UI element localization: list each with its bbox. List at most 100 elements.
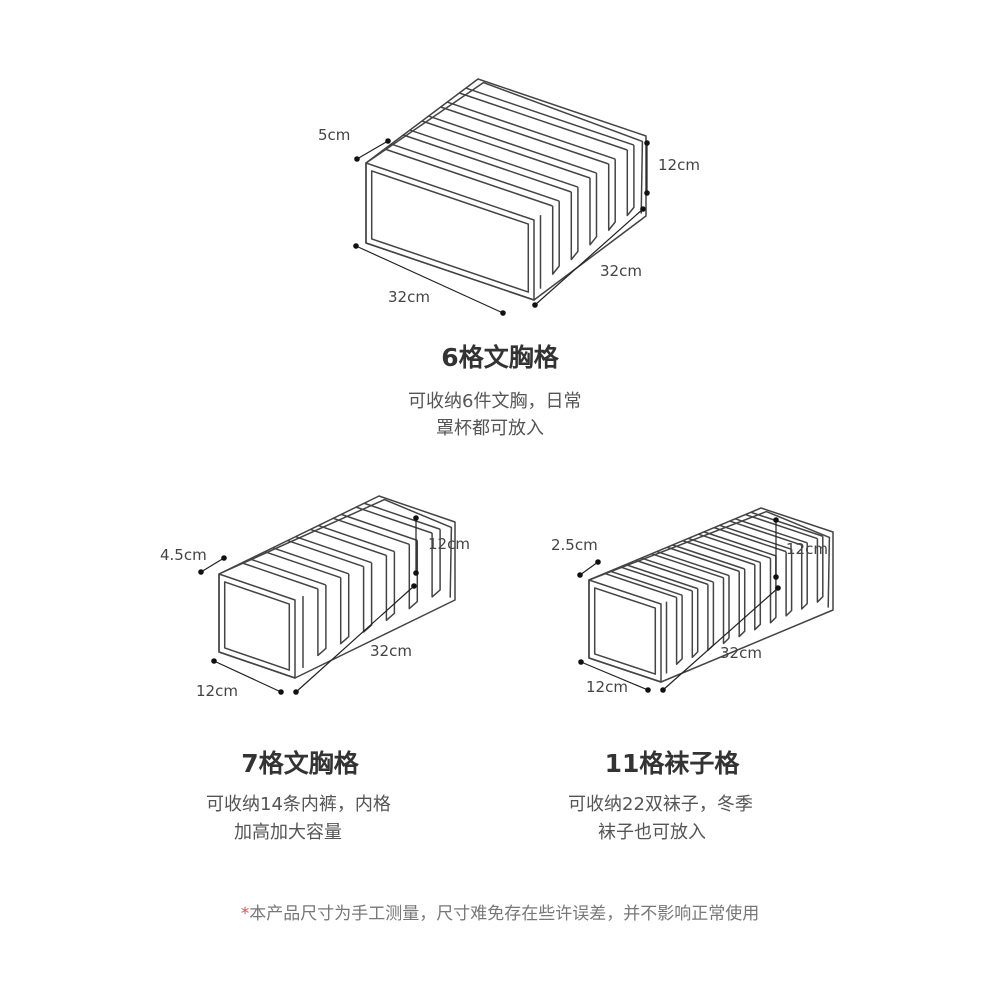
b3-divider-front-edge <box>713 526 787 553</box>
p1-height-dim-dot-start <box>644 140 650 146</box>
b2-front-face-inner <box>223 581 291 671</box>
b2-divider-front-edge <box>264 551 341 579</box>
b1-divider-front-edge <box>421 120 591 179</box>
b2-divider-back-edge <box>295 535 372 564</box>
b3-divider-back-edge <box>688 537 761 564</box>
footnote-asterisk: * <box>240 904 250 924</box>
b1-divider-front-edge <box>384 148 553 207</box>
p1-width-dim-dot-end <box>500 310 506 316</box>
b1-divider-front-edge <box>459 92 628 151</box>
b2-divider-side <box>431 529 441 598</box>
b3-divider-side <box>738 569 746 638</box>
p1-cell-dim-dot-end <box>385 138 391 144</box>
p2-cell-dim-dot-start <box>198 569 204 575</box>
six-compartment-organizer <box>365 78 647 301</box>
b2-divider-side <box>339 573 350 645</box>
p3-width-dim-line <box>580 661 649 691</box>
p2-cell-width-label: 4.5cm <box>160 546 207 564</box>
p1-title: 6格文胸格 <box>441 343 559 372</box>
b1-divider-back-edge <box>465 87 635 146</box>
b1-divider-side <box>589 173 598 246</box>
p1-height-label: 12cm <box>658 156 700 174</box>
b3-divider-front-edge <box>651 553 724 579</box>
b2-divider-back-edge <box>341 513 418 542</box>
b3-divider-side <box>769 555 777 624</box>
b1-divider-side <box>626 145 635 217</box>
p1-depth-dim-dot-end <box>640 206 646 212</box>
b2-divider-back-edge <box>272 547 349 575</box>
p2-depth-label: 32cm <box>370 642 412 660</box>
b1-divider-back-edge <box>428 115 597 174</box>
b3-divider-side <box>816 536 824 603</box>
p1-depth-dim-dot-start <box>532 302 538 308</box>
p1-width-dim-line <box>355 245 504 314</box>
b3-divider-back-edge <box>609 570 683 596</box>
b1-divider-back-edge <box>390 143 560 202</box>
b1-front-face-inner <box>370 170 530 293</box>
b2-divider-front-edge <box>355 506 433 534</box>
seven-compartment-organizer <box>218 495 456 679</box>
p2-height-dim-dot-start <box>413 515 419 521</box>
footnote-text: 本产品尺寸为手工测量，尺寸难免存在些许误差，并不影响正常使用 <box>249 904 760 924</box>
b2-divider-front-edge <box>287 539 364 568</box>
b1-front-face <box>365 162 535 301</box>
p3-description-line1: 可收纳22双袜子，冬季 <box>568 794 753 815</box>
p3-width-label: 12cm <box>586 678 628 696</box>
p1-width-dim-dot-start <box>353 243 359 249</box>
b3-divider-front-edge <box>666 546 740 572</box>
b2-divider-side <box>385 551 396 622</box>
b3-divider-back-edge <box>656 550 730 577</box>
p3-width-dim-dot-end <box>645 687 651 693</box>
b2-divider-front-edge <box>241 562 319 590</box>
p3-depth-dim-dot-end <box>775 585 781 591</box>
b3-divider-side <box>722 575 730 645</box>
b2-divider-side <box>317 585 327 657</box>
b1-divider-front-edge <box>403 134 572 193</box>
b3-divider-front-edge <box>745 513 818 540</box>
p1-cell-width-label: 5cm <box>318 126 351 144</box>
b3-divider-back-edge <box>750 511 824 537</box>
b3-rim-inner <box>588 510 831 608</box>
b3-divider-back-edge <box>719 524 792 551</box>
p2-description-line2: 加高加大容量 <box>234 822 342 843</box>
b3-divider-front-edge <box>620 566 693 592</box>
p2-width-dim-line <box>213 660 282 693</box>
b3-divider-side <box>754 562 762 631</box>
b3-divider-side <box>707 582 715 652</box>
p3-width-dim-dot-start <box>578 659 584 665</box>
b3-front-face-inner <box>593 587 657 675</box>
p3-cell-dim-dot-end <box>595 559 601 565</box>
dimension-lines <box>198 138 781 695</box>
p3-height-dim-dot-start <box>773 517 779 523</box>
b1-divider-side <box>551 201 560 275</box>
p3-title: 11格袜子格 <box>604 749 740 778</box>
b2-rim-inner <box>218 498 453 598</box>
p2-title: 7格文胸格 <box>241 749 359 778</box>
p2-depth-dim-dot-start <box>293 689 299 695</box>
p2-cell-dim-line <box>200 557 225 573</box>
b1-divider-front-edge <box>440 106 609 165</box>
p3-cell-width-label: 2.5cm <box>551 536 598 554</box>
p2-width-dim-dot-start <box>211 658 217 664</box>
b3-divider-side <box>675 595 683 665</box>
b2-outline <box>218 495 456 679</box>
b2-divider-side <box>362 562 373 633</box>
b2-divider-back-edge <box>249 558 327 586</box>
b3-divider-side <box>785 549 793 617</box>
b3-divider-side <box>691 588 699 659</box>
b2-front-face <box>218 573 296 679</box>
p1-depth-label: 32cm <box>600 262 642 280</box>
p3-depth-dim-dot-start <box>660 687 666 693</box>
b3-divider-front-edge <box>682 540 756 566</box>
p2-cell-dim-dot-end <box>221 555 227 561</box>
b1-rim-inner <box>365 81 644 214</box>
b1-divider-back-edge <box>446 101 616 160</box>
p2-height-label: 12cm <box>428 535 470 553</box>
measurement-disclaimer: *本产品尺寸为手工测量，尺寸难免存在些许误差，并不影响正常使用 <box>0 906 1000 923</box>
p1-description-line2: 罩杯都可放入 <box>436 418 544 439</box>
b3-divider-front-edge <box>635 559 709 586</box>
b1-divider-back-edge <box>409 129 579 188</box>
b1-divider-side <box>570 187 579 261</box>
eleven-compartment-organizer <box>588 507 834 683</box>
p1-cell-dim-dot-start <box>354 156 360 162</box>
